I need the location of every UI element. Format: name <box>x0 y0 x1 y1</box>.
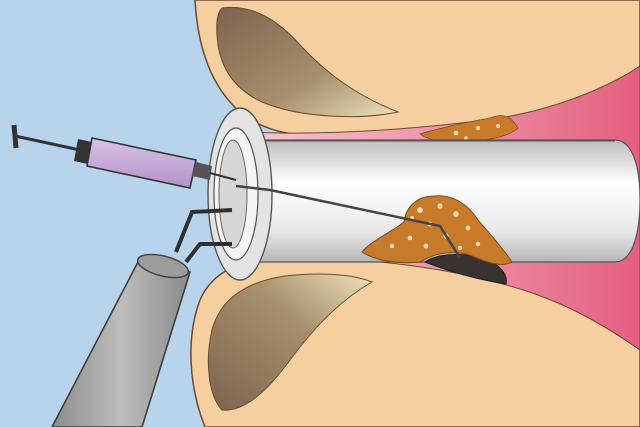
anoscope-flange-icon <box>208 108 272 280</box>
